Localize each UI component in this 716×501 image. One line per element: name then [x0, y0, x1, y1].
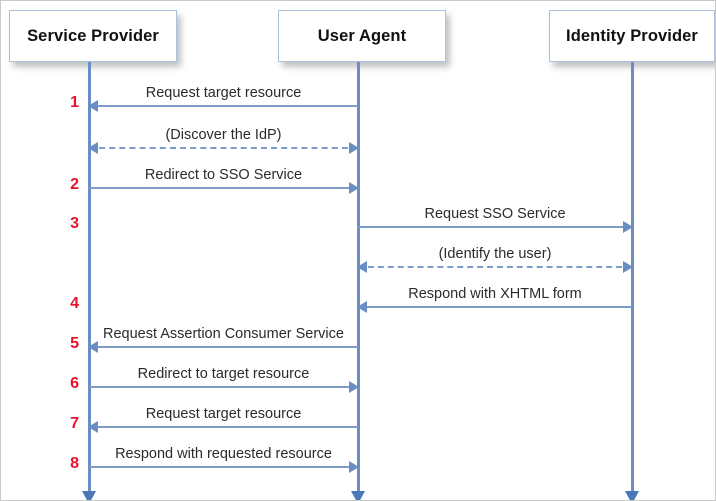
message-line-4 [358, 226, 632, 228]
lifeline-ua [357, 62, 360, 491]
arrow-left-icon-2 [88, 142, 98, 154]
arrow-left-icon-5 [357, 261, 367, 273]
step-number-3: 3 [70, 215, 79, 232]
message-line-9 [89, 426, 358, 428]
actor-box-ua[interactable]: User Agent [278, 10, 446, 62]
actor-label-idp: Identity Provider [566, 26, 698, 45]
step-number-8: 8 [70, 455, 79, 472]
message-label-8: Redirect to target resource [137, 366, 310, 382]
step-number-4: 4 [70, 295, 79, 312]
actor-label-ua: User Agent [317, 26, 407, 45]
message-line-7 [89, 346, 358, 348]
step-number-1: 1 [70, 94, 79, 111]
message-line-8 [89, 386, 358, 388]
lifeline-idp [631, 62, 634, 491]
message-line-3 [89, 187, 358, 189]
actor-label-sp: Service Provider [27, 26, 159, 45]
lifeline-end-arrow-sp [82, 491, 96, 500]
message-label-6: Respond with XHTML form [408, 286, 582, 302]
arrow-right-icon-2 [349, 142, 359, 154]
message-line-1 [89, 105, 358, 107]
message-label-4: Request SSO Service [424, 206, 566, 222]
message-label-3: Redirect to SSO Service [144, 167, 303, 183]
message-label-2: (Discover the IdP) [165, 127, 282, 143]
arrow-right-icon-10 [349, 461, 359, 473]
message-label-5: (Identify the user) [438, 246, 552, 262]
arrow-left-icon-1 [88, 100, 98, 112]
arrow-left-icon-7 [88, 341, 98, 353]
arrow-right-icon-8 [349, 381, 359, 393]
actor-box-sp[interactable]: Service Provider [9, 10, 177, 62]
step-number-6: 6 [70, 375, 79, 392]
message-label-10: Respond with requested resource [115, 446, 332, 462]
message-line-6 [358, 306, 632, 308]
arrow-right-icon-4 [623, 221, 633, 233]
message-label-1: Request target resource [145, 85, 302, 101]
lifeline-end-arrow-ua [351, 491, 365, 500]
message-line-2 [89, 147, 358, 149]
step-number-7: 7 [70, 415, 79, 432]
step-number-5: 5 [70, 335, 79, 352]
lifeline-end-arrow-idp [625, 491, 639, 500]
message-line-10 [89, 466, 358, 468]
actor-box-idp[interactable]: Identity Provider [549, 10, 715, 62]
arrow-left-icon-9 [88, 421, 98, 433]
step-number-2: 2 [70, 176, 79, 193]
message-label-9: Request target resource [145, 406, 302, 422]
message-line-5 [358, 266, 632, 268]
arrow-right-icon-5 [623, 261, 633, 273]
lifeline-sp [88, 62, 91, 491]
arrow-left-icon-6 [357, 301, 367, 313]
arrow-right-icon-3 [349, 182, 359, 194]
message-label-7: Request Assertion Consumer Service [103, 326, 344, 342]
